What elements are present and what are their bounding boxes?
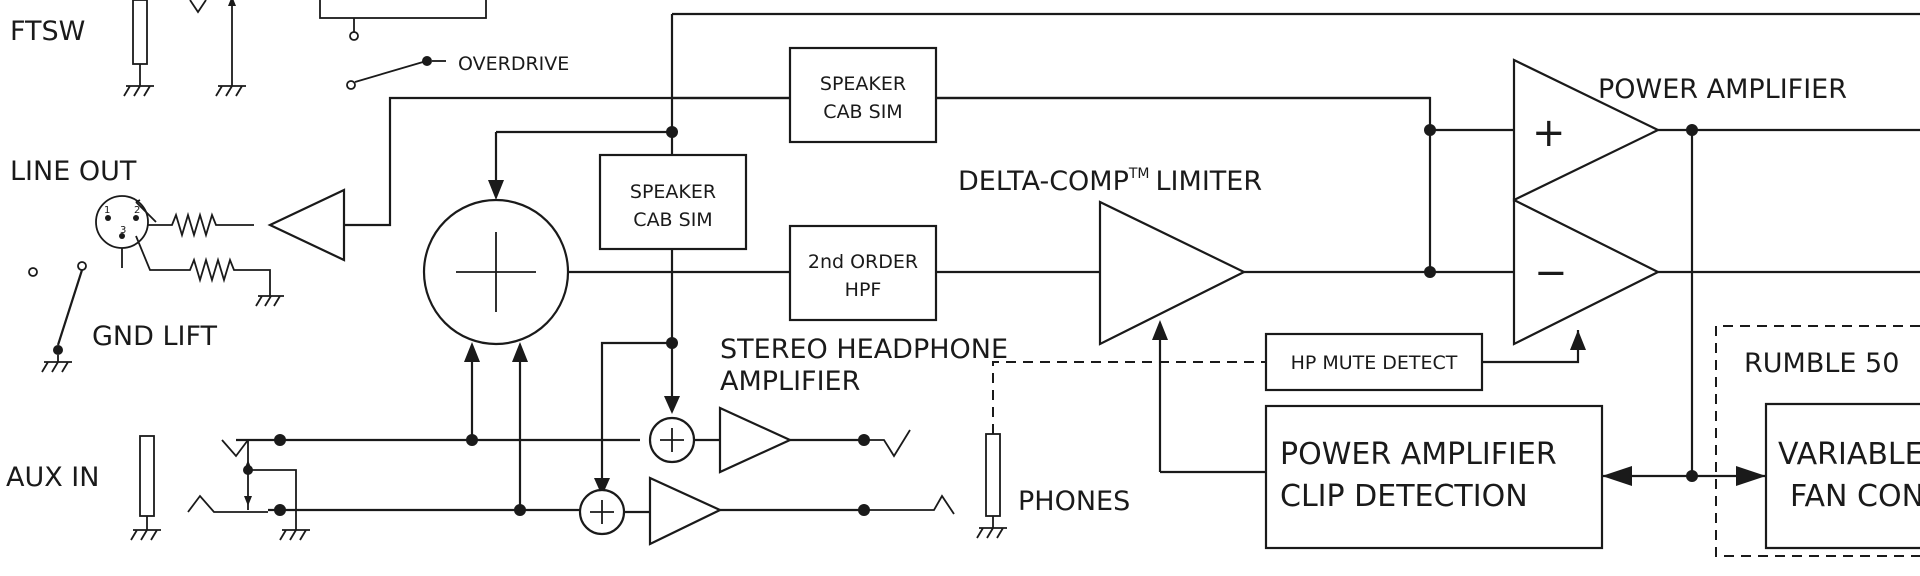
headphone-amp-line2: AMPLIFIER [720,366,860,397]
rumble-label: RUMBLE 50 [1744,348,1899,379]
hp-mute-detect-label: HP MUTE DETECT [1291,352,1458,374]
clip-detection-box [1264,404,1604,550]
headphone-amp-top-triangle-icon [718,406,793,474]
speaker-cab-sim-top-line1: SPEAKER [820,73,906,95]
top-block-stub [319,0,487,41]
gnd-lift-switch-icon [28,261,87,373]
power-amp-plus-triangle-icon [1512,58,1661,202]
gnd-lift-label: GND LIFT [92,321,218,352]
overdrive-switch-icon [346,56,446,90]
speaker-cab-sim-mid-line2: CAB SIM [633,209,712,231]
hpf-line1: 2nd ORDER [808,251,918,273]
headphone-amp-line1: STEREO HEADPHONE [720,334,1008,365]
ftsw-label: FTSW [10,16,85,47]
svg-text:3: 3 [120,225,126,236]
headphone-amp-bottom-triangle-icon [648,476,723,546]
speaker-cab-sim-mid-box [598,153,748,251]
clip-detection-line2: CLIP DETECTION [1280,479,1528,514]
power-amp-minus-sign: − [1534,250,1568,296]
speaker-cab-sim-top-box [788,46,938,144]
headphone-summer-top-icon [648,416,696,464]
clip-detection-line1: POWER AMPLIFIER [1280,437,1557,472]
power-amp-minus-triangle-icon [1512,198,1661,346]
hp-mute-dashed-line [992,361,1266,434]
rumble-dashed-border [1715,325,1920,557]
fan-control-line1: VARIABLE [1778,437,1920,472]
phones-jack-icon [976,433,1007,539]
power-amp-label: POWER AMPLIFIER [1598,74,1847,105]
summing-junction-icon [422,198,570,346]
hp-mute-detect-box [1264,332,1484,392]
line-out-label: LINE OUT [10,156,137,187]
xlr-connector-icon: 1 2 3 [95,195,157,268]
svg-text:1: 1 [104,205,110,216]
limiter-triangle-icon [1098,200,1247,346]
aux-in-label: AUX IN [6,462,99,493]
hpf-line2: HPF [845,279,882,301]
speaker-cab-sim-mid-line1: SPEAKER [630,181,716,203]
power-amp-plus-sign: + [1532,110,1566,156]
hpf-box [788,224,938,322]
fan-control-box [1764,402,1920,550]
fan-control-line2: FAN CON [1790,479,1920,514]
phones-label: PHONES [1018,486,1130,517]
speaker-cab-sim-top-line2: CAB SIM [823,101,902,123]
svg-text:2: 2 [134,205,140,216]
aux-in-jack-icon [130,435,161,541]
headphone-summer-bottom-icon [578,488,626,536]
overdrive-label: OVERDRIVE [458,53,569,75]
aux-in-tips [187,434,310,541]
line-out-resistors [135,211,284,307]
ftsw-jack-icon [123,0,246,97]
